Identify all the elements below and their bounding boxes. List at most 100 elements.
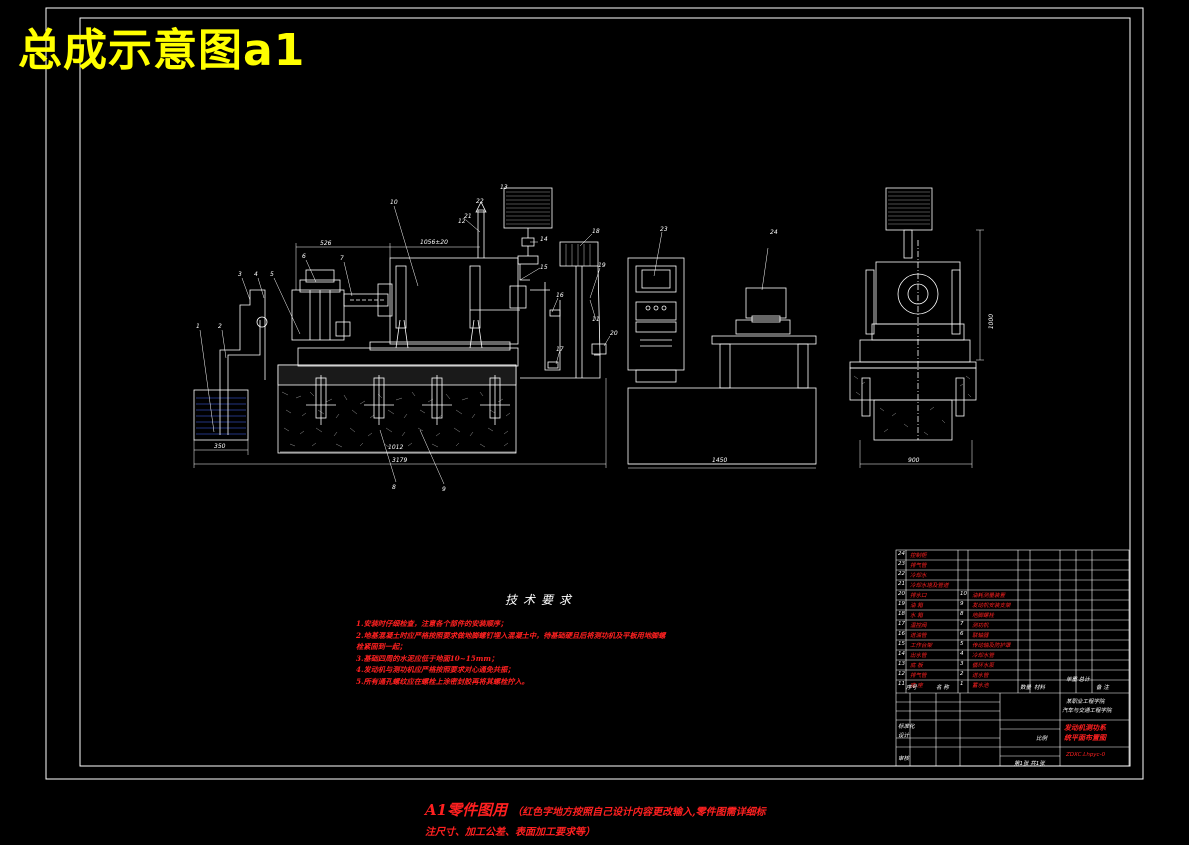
parts-row-no2: 7: [960, 621, 964, 627]
dept-name: 汽车与交通工程学院: [1062, 708, 1112, 714]
dim-1000: 1000: [988, 313, 996, 330]
callout-20: 20: [610, 330, 618, 337]
callout-9: 9: [442, 486, 446, 493]
footer-note-2: 注尺寸、加工公差、表面加工要求等）: [425, 827, 595, 838]
parts-row-name2: 测功机: [972, 623, 989, 629]
parts-row-no: 20: [898, 591, 905, 597]
callout-3: 3: [238, 271, 242, 278]
callout-12: 12: [458, 218, 466, 225]
parts-row-no: 14: [898, 651, 905, 657]
parts-row-name: 排气管: [910, 673, 927, 679]
dim-526: 526: [320, 240, 332, 247]
note-3: 3.基础四周的水泥应低于地面10~15mm；: [356, 653, 499, 663]
parts-row-name: 油 箱: [910, 603, 923, 609]
parts-row-no2: 3: [960, 661, 964, 667]
parts-row-name: 底 座: [910, 683, 923, 689]
parts-row-no2: 1: [960, 681, 964, 687]
scale-label: 比例: [1036, 736, 1048, 742]
parts-row-no2: 6: [960, 631, 964, 637]
control-cabinet: [627, 231, 817, 469]
callout-23: 23: [660, 226, 668, 233]
header-no: 序号: [906, 685, 918, 691]
note-4: 4.发动机与测功机应严格按照要求对心通免共振；: [356, 665, 515, 675]
parts-row-no: 12: [898, 671, 905, 677]
parts-row-name2: 循环水泵: [972, 663, 995, 669]
callout-6: 6: [302, 253, 306, 260]
callout-14: 14: [540, 236, 548, 243]
dim-1450: 1450: [712, 457, 728, 464]
callout-13: 13: [500, 184, 508, 191]
dim-350: 350: [214, 443, 226, 450]
bench-elevation: [193, 187, 611, 485]
title-block: [895, 549, 1130, 767]
callout-10: 10: [390, 199, 398, 206]
parts-row-name: 底 板: [910, 663, 923, 669]
parts-row-name: 控制柜: [910, 553, 927, 559]
inner-frame: [79, 17, 1131, 767]
parts-row-no2: 10: [960, 591, 967, 597]
header-weight: 单重 总计: [1066, 677, 1090, 683]
school-name: 某职业工程学院: [1066, 699, 1105, 705]
parts-row-no: 19: [898, 601, 905, 607]
parts-row-no: 15: [898, 641, 905, 647]
parts-row-name: 冷却水塔及管道: [910, 583, 949, 589]
tech-requirements-title: 技术要求: [505, 593, 578, 607]
parts-row-no: 24: [898, 551, 905, 557]
callout-17: 17: [556, 346, 564, 353]
parts-row-name: 冷却水: [910, 573, 927, 579]
parts-row-name2: 冷却水管: [972, 653, 995, 659]
sheet-info: 第1张 共1张: [1014, 761, 1045, 767]
parts-row-no: 17: [898, 621, 905, 627]
parts-row-name: 进油管: [910, 633, 927, 639]
callout-1: 1: [196, 323, 200, 330]
parts-row-no2: 4: [960, 651, 964, 657]
parts-row-name: 排水口: [910, 593, 927, 599]
callout-19: 19: [598, 262, 606, 269]
callout-22: 22: [476, 198, 484, 205]
drawing-title: 总成示意图a1: [18, 25, 306, 76]
parts-row-name: 出水管: [910, 653, 927, 659]
parts-row-name2: 联轴器: [972, 633, 989, 639]
header-remark: 备 注: [1096, 685, 1109, 691]
parts-row-no2: 5: [960, 641, 964, 647]
tech-requirements: 1.安装时仔细检查，注意各个部件的安装顺序； 2.地基混凝土时应严格按照要求做地…: [356, 618, 776, 688]
parts-row-no: 22: [898, 571, 905, 577]
parts-row-no: 16: [898, 631, 905, 637]
parts-row-no2: 2: [960, 671, 964, 677]
callout-8: 8: [392, 484, 396, 491]
parts-row-no: 21: [898, 581, 905, 587]
parts-row-name: 水 箱: [910, 613, 923, 619]
parts-row-name2: 油耗测量装置: [972, 593, 1006, 599]
dim-1056: 1056±20: [420, 239, 448, 246]
parts-row-name2: 进水管: [972, 673, 989, 679]
note-2: 2.地基混凝土时应严格按照要求做地脚螺钉埋入混凝土中，待基础硬且后将测功机及平板…: [356, 630, 666, 640]
callout-16: 16: [556, 292, 564, 299]
drawing-name-1: 发动机测功系: [1064, 724, 1106, 732]
parts-row-no2: 9: [960, 601, 964, 607]
checker-label: 审核: [898, 756, 910, 762]
standard-label: 标准化: [898, 724, 915, 730]
dim-1012: 1012: [388, 444, 404, 451]
drawing-code: ZDXC.Lhpyc-0: [1066, 752, 1106, 758]
callout-5: 5: [270, 271, 274, 278]
note-5: 5.所有通孔螺纹应在螺栓上涂密封胶再将其螺栓拧入。: [356, 676, 529, 686]
footer-note: A1零件图用 （红色字地方按照自己设计内容更改输入,零件图需详细标 注尺寸、加工…: [425, 799, 766, 838]
parts-row-name2: 蓄水池: [972, 683, 989, 689]
header-qty: 数量: [1020, 685, 1032, 691]
header-material: 材料: [1034, 685, 1046, 691]
note-2-cont: 栓紧固到一起；: [356, 642, 407, 652]
parts-row-no2: 8: [960, 611, 964, 617]
concrete-texture: [281, 391, 511, 448]
parts-row-no: 13: [898, 661, 905, 667]
parts-row-name: 排气管: [910, 563, 927, 569]
parts-row-no: 11: [898, 681, 905, 687]
note-1: 1.安装时仔细检查，注意各个部件的安装顺序；: [356, 619, 508, 628]
drawing-name-2: 统平面布置图: [1064, 734, 1106, 742]
parts-row-name2: 发动机安装支架: [972, 603, 1011, 609]
designer-label: 设计: [898, 733, 910, 739]
parts-row-no: 18: [898, 611, 905, 617]
callout-2: 2: [218, 323, 222, 330]
dim-3179: 3179: [392, 457, 408, 464]
callout-24: 24: [770, 229, 778, 236]
